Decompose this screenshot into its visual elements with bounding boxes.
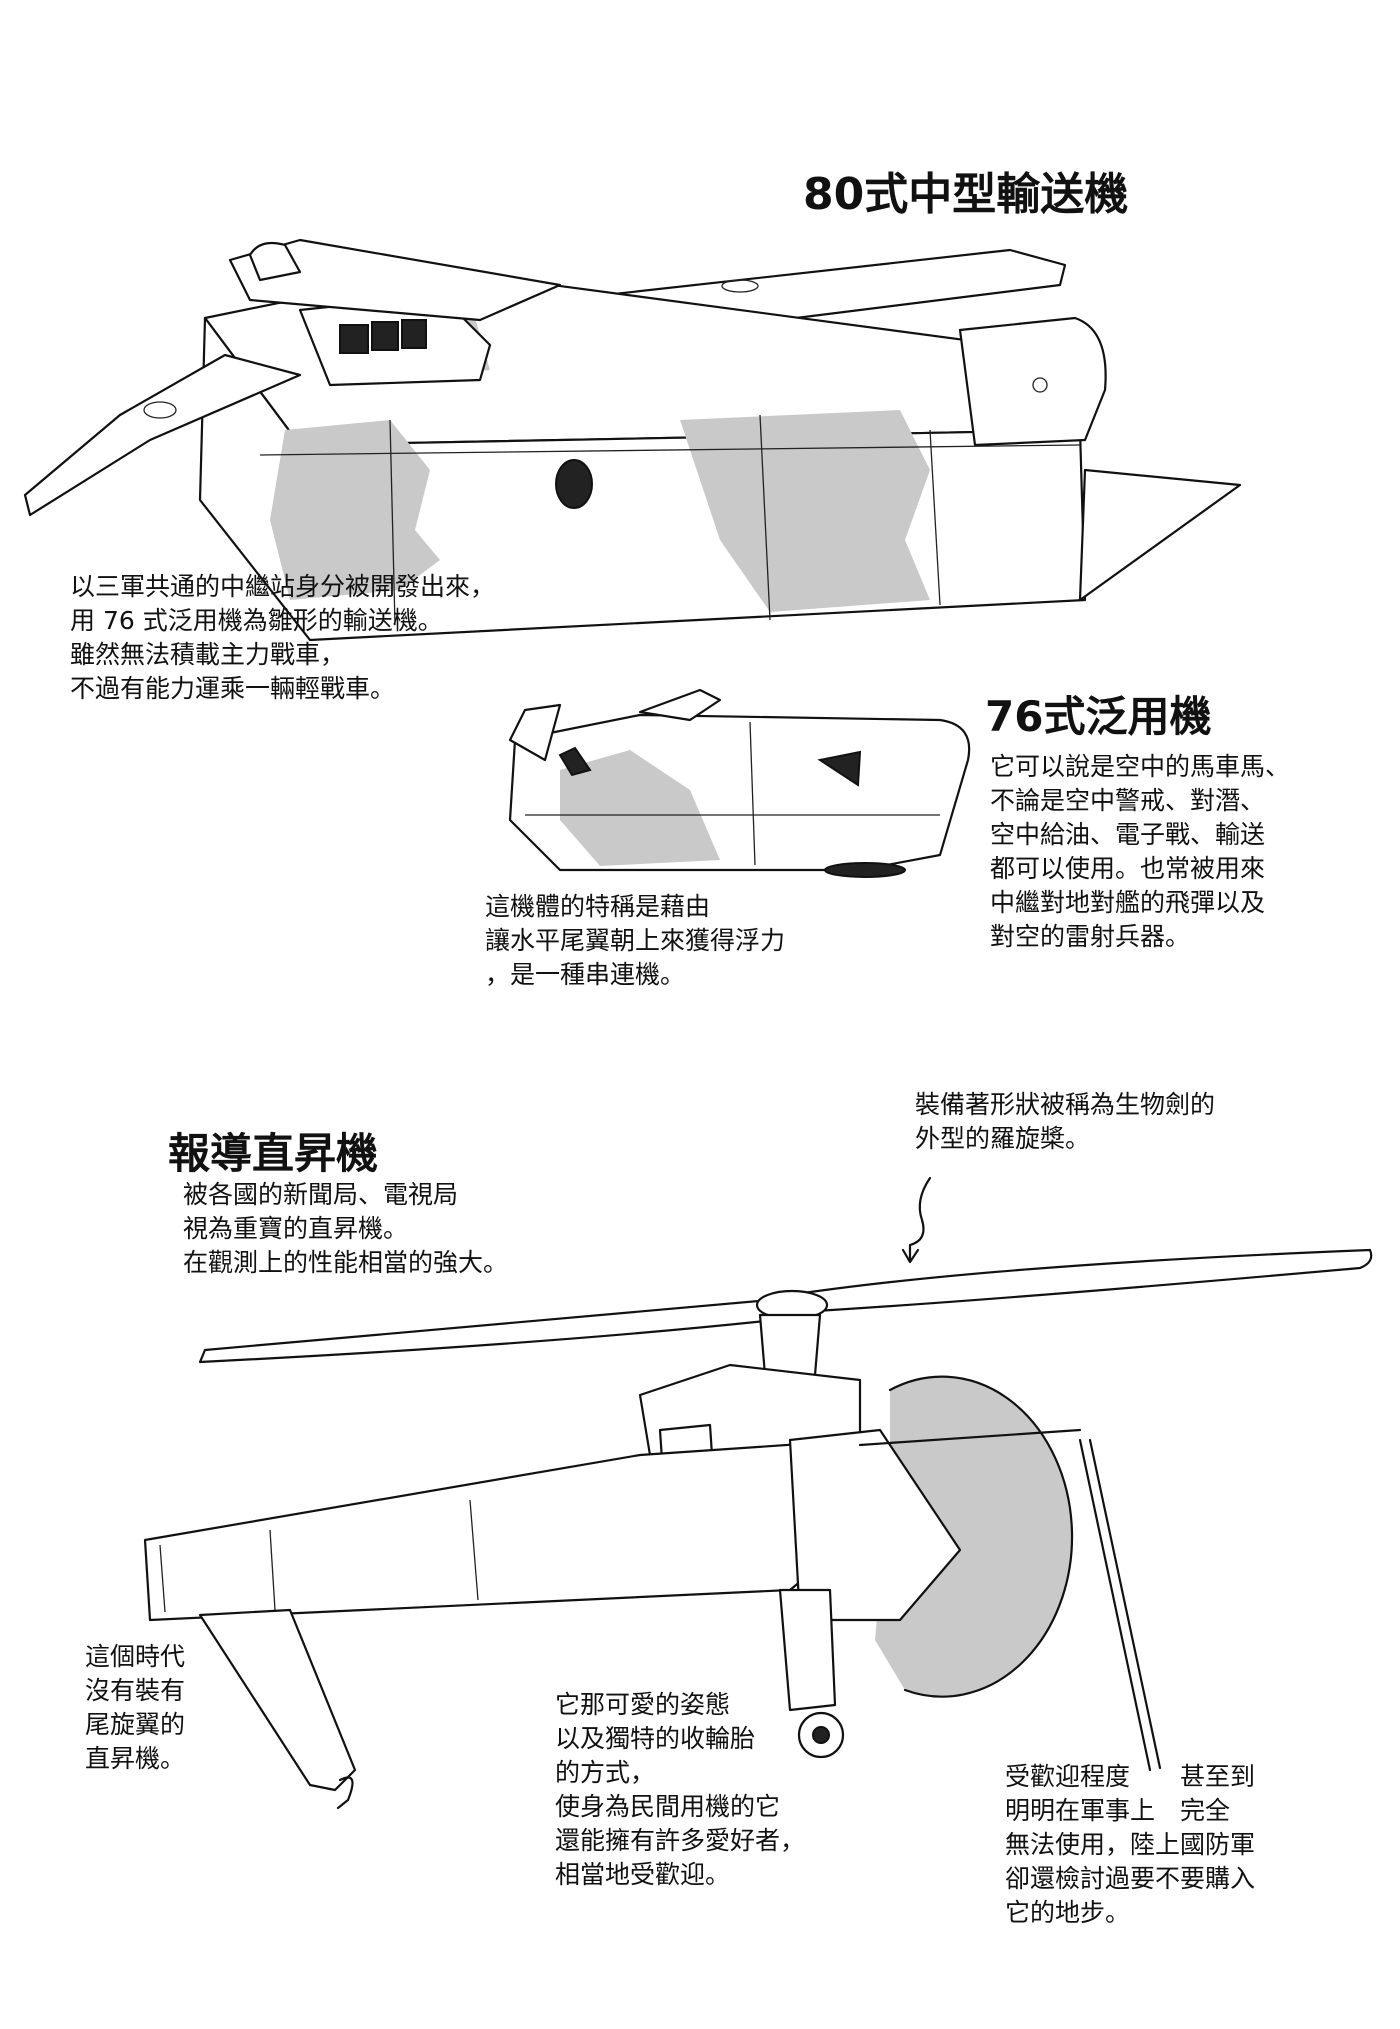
caption-line: 不論是空中警戒、對潛、 bbox=[990, 786, 1266, 815]
caption-line: 對空的雷射兵器。 bbox=[990, 922, 1191, 951]
transport-aircraft-drawing bbox=[23, 238, 1242, 642]
caption-line: 無法使用，陸上國防軍 bbox=[1005, 1830, 1256, 1859]
caption-line: 讓水平尾翼朝上來獲得浮力 bbox=[485, 926, 786, 955]
rotor-note: 裝備著形狀被稱為生物劍的 外型的羅旋槳。 bbox=[915, 1088, 1215, 1156]
caption-line: 卻還檢討過要不要購入 bbox=[1005, 1864, 1256, 1893]
caption-line: 的方式， bbox=[555, 1758, 656, 1787]
caption-line: 還能擁有許多愛好者， bbox=[555, 1826, 806, 1855]
caption-line: 使身為民間用機的它 bbox=[555, 1792, 781, 1821]
caption-line: 它可以說是空中的馬車馬、 bbox=[990, 752, 1291, 781]
caption-line: 它的地步。 bbox=[1005, 1898, 1131, 1927]
caption-line: 以及獨特的收輪胎 bbox=[555, 1724, 756, 1753]
caption-line: 裝備著形狀被稱為生物劍的 bbox=[915, 1090, 1216, 1119]
caption-line: 它那可愛的姿態 bbox=[555, 1690, 731, 1719]
caption-line: ，是一種串連機。 bbox=[485, 960, 686, 989]
caption-line: 受歡迎程度 甚至到 bbox=[1005, 1762, 1256, 1791]
popularity-note: 受歡迎程度 甚至到 明明在軍事上 完全 無法使用，陸上國防軍 卻還檢討過要不要購… bbox=[1005, 1760, 1255, 1930]
transport-title: 80式中型輸送機 bbox=[803, 169, 1129, 220]
caption-line: 明明在軍事上 完全 bbox=[1005, 1796, 1231, 1825]
news-helicopter-drawing bbox=[143, 1176, 1373, 1810]
news-heli-title: 報導直昇機 bbox=[168, 1129, 379, 1178]
caption-line: 用 76 式泛用機為雛形的輸送機。 bbox=[70, 606, 443, 635]
caption-line: 沒有裝有 bbox=[85, 1676, 186, 1705]
caption-line: 被各國的新聞局、電視局 bbox=[183, 1180, 459, 1209]
caption-line: 在觀測上的性能相當的強大。 bbox=[183, 1248, 509, 1277]
caption-line: 空中給油、電子戰、輸送 bbox=[990, 820, 1266, 849]
caption-line: 這機體的特稱是藉由 bbox=[485, 892, 711, 921]
utility-note: 這機體的特稱是藉由 讓水平尾翼朝上來獲得浮力 ，是一種串連機。 bbox=[485, 890, 785, 992]
tail-note: 這個時代 沒有裝有 尾旋翼的 直昇機。 bbox=[85, 1640, 185, 1776]
caption-line: 尾旋翼的 bbox=[85, 1710, 186, 1739]
news-heli-caption: 被各國的新聞局、電視局 視為重寶的直昇機。 在觀測上的性能相當的強大。 bbox=[183, 1178, 508, 1280]
caption-line: 這個時代 bbox=[85, 1642, 186, 1671]
utility-title: 76式泛用機 bbox=[985, 692, 1212, 741]
caption-line: 不過有能力運乘一輛輕戰車。 bbox=[70, 674, 396, 703]
caption-line: 都可以使用。也常被用來 bbox=[990, 854, 1266, 883]
caption-line: 雖然無法積載主力戰車， bbox=[70, 640, 346, 669]
caption-line: 以三軍共通的中繼站身分被開發出來， bbox=[70, 572, 496, 601]
gear-note: 它那可愛的姿態 以及獨特的收輪胎 的方式， 使身為民間用機的它 還能擁有許多愛好… bbox=[555, 1688, 805, 1892]
caption-line: 外型的羅旋槳。 bbox=[915, 1124, 1091, 1153]
utility-caption: 它可以說是空中的馬車馬、 不論是空中警戒、對潛、 空中給油、電子戰、輸送 都可以… bbox=[990, 750, 1290, 954]
transport-caption: 以三軍共通的中繼站身分被開發出來， 用 76 式泛用機為雛形的輸送機。 雖然無法… bbox=[70, 570, 495, 706]
caption-line: 直昇機。 bbox=[85, 1744, 186, 1773]
utility-aircraft-drawing bbox=[508, 688, 971, 878]
caption-line: 相當地受歡迎。 bbox=[555, 1860, 731, 1889]
caption-line: 視為重寶的直昇機。 bbox=[183, 1214, 409, 1243]
caption-line: 中繼對地對艦的飛彈以及 bbox=[990, 888, 1266, 917]
